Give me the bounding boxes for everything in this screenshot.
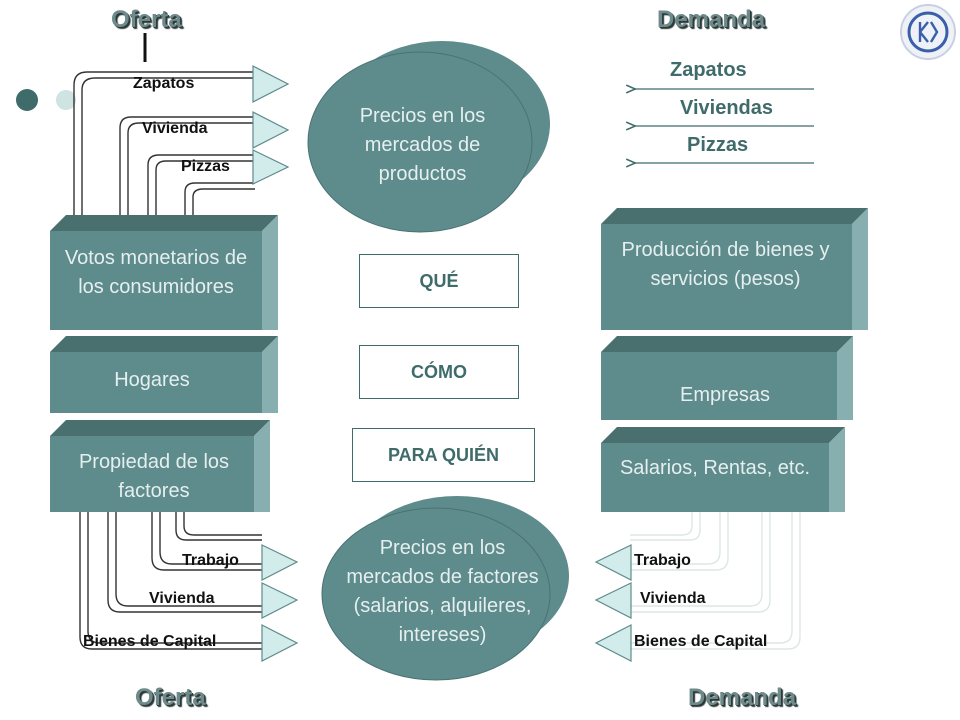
supply-label-vivienda: Vivienda: [142, 120, 208, 137]
product-market-oval: [307, 51, 533, 233]
ownership-box: [50, 420, 270, 512]
supply-arrow-trabajo: [261, 544, 299, 581]
factor-market-text: Precios en los mercados de factores (sal…: [346, 537, 539, 646]
university-seal-logo-icon: [900, 4, 956, 60]
question-what-text: QUÉ: [419, 270, 459, 291]
supply-label-pizzas: Pizzas: [181, 158, 230, 175]
demand-label-zapatos: Zapatos: [670, 59, 747, 81]
bullet-dot-dark: [16, 89, 38, 111]
question-box-what: QUÉ: [359, 254, 519, 308]
demanda-bottom-header: Demanda: [688, 684, 797, 711]
supply-label-trabajo: Trabajo: [182, 552, 239, 569]
firms-box: [601, 336, 853, 420]
question-box-how: CÓMO: [359, 345, 519, 399]
demand-label-trabajo: Trabajo: [634, 552, 691, 569]
supply-arrow-vivienda: [252, 111, 290, 149]
votes-box: [50, 215, 278, 330]
supply-label-zapatos: Zapatos: [133, 75, 195, 92]
bullet-dot-light: [56, 90, 76, 110]
households-box: [50, 336, 278, 413]
demanda-top-header: Demanda: [657, 6, 766, 33]
demand-arrow-capital: [594, 624, 632, 662]
firms-text: Empresas: [679, 384, 771, 406]
households-text: Hogares: [114, 369, 190, 391]
supply-arrow-capital: [261, 624, 299, 662]
demand-label-pizzas: Pizzas: [687, 134, 749, 156]
demand-arrow-vivienda-factor: [594, 582, 632, 619]
factor-demand-lines: [630, 512, 801, 650]
wages-box: [601, 427, 845, 512]
oferta-top-header: Oferta: [111, 6, 182, 33]
production-box: [601, 208, 868, 330]
production-text: Producción de bienes y servicios (pesos): [621, 239, 830, 290]
question-how-text: CÓMO: [411, 361, 467, 382]
factor-supply-lines: [79, 512, 262, 650]
oferta-bottom-header: Oferta: [135, 684, 206, 711]
question-for-whom-text: PARA QUIÉN: [387, 444, 499, 465]
demand-arrow-trabajo: [594, 544, 632, 581]
votes-text: Votos monetarios de los consumidores: [64, 247, 248, 298]
supply-arrow-pizzas: [252, 149, 290, 185]
product-market-text: Precios en los mercados de productos: [359, 105, 486, 185]
supply-label-vivienda-factor: Vivienda: [149, 590, 215, 607]
demand-label-capital: Bienes de Capital: [634, 633, 768, 650]
ownership-text: Propiedad de los factores: [78, 451, 230, 502]
demand-label-vivienda-factor: Vivienda: [640, 590, 706, 607]
supply-arrow-zapatos: [252, 65, 290, 103]
supply-label-capital: Bienes de Capital: [83, 633, 217, 650]
demand-label-viviendas: Viviendas: [680, 97, 774, 119]
question-box-for-whom: PARA QUIÉN: [352, 428, 535, 482]
factor-market-oval: [321, 507, 551, 681]
product-supply-lines: [73, 71, 255, 215]
supply-arrow-vivienda-factor: [261, 582, 299, 619]
wages-text: Salarios, Rentas, etc.: [619, 457, 811, 479]
